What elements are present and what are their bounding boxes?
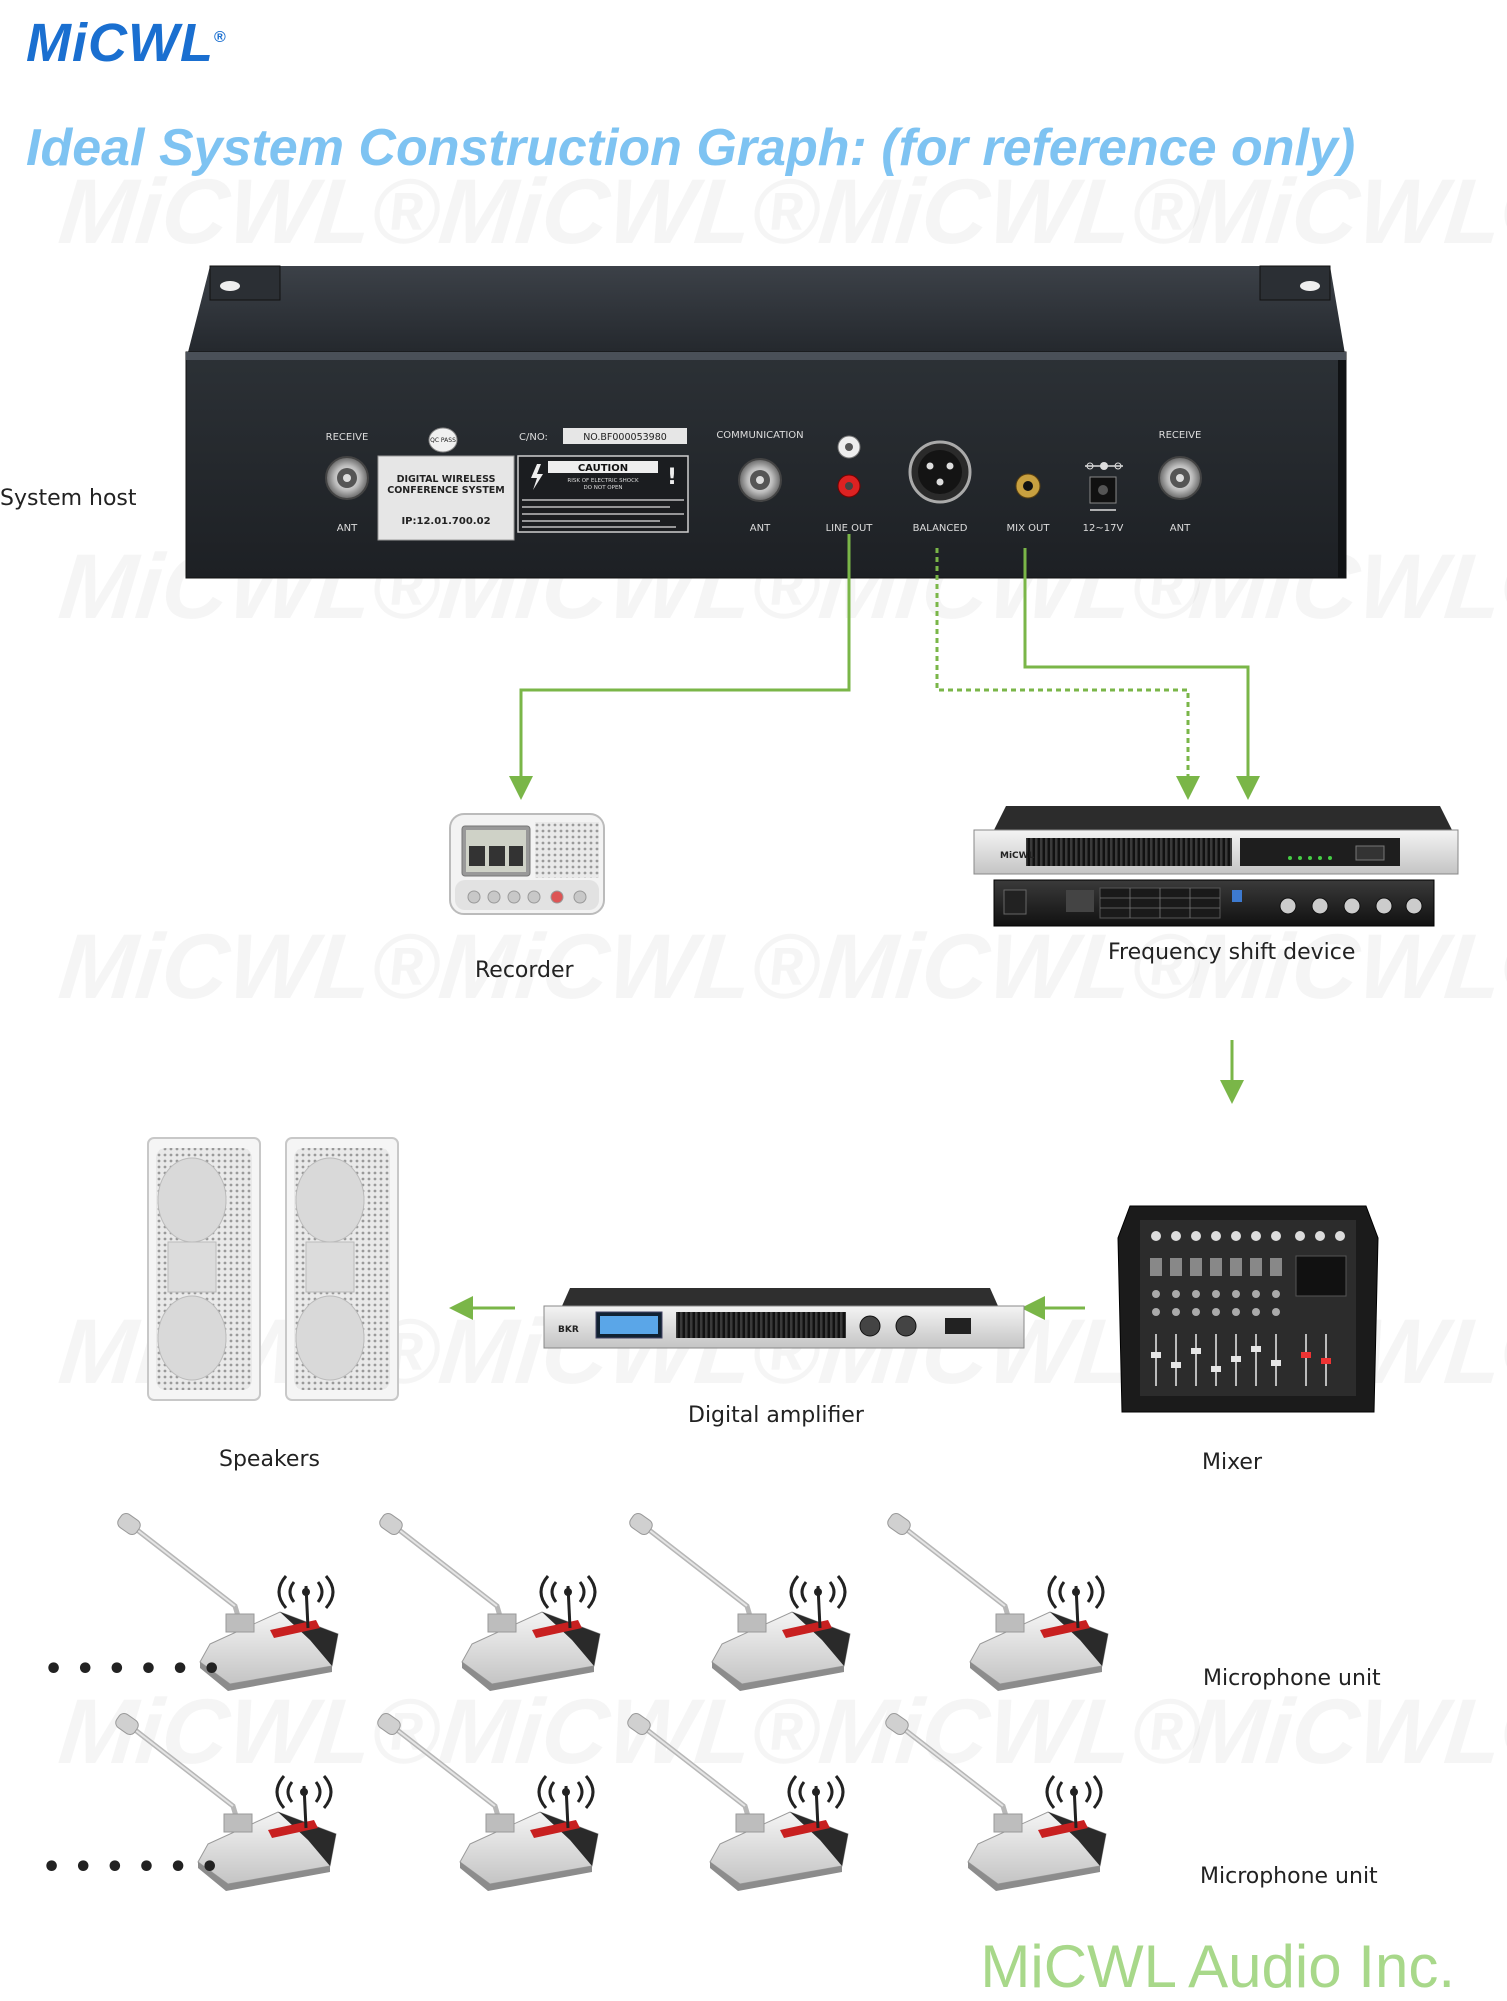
brand-logo-text: MiCWL — [26, 13, 214, 73]
microphone-unit-label: Microphone unit — [1200, 1864, 1378, 1889]
dc-power-symbol-icon — [1085, 462, 1123, 470]
mixer-device — [1117, 1205, 1379, 1413]
host-cno-label: C/NO: — [519, 432, 548, 443]
line-out-to-recorder-arrow — [509, 534, 851, 800]
system-host-label: System host — [0, 486, 137, 511]
host-power-label: 12~17V — [1083, 523, 1124, 534]
digital-amplifier-label: Digital amplifier — [688, 1403, 864, 1428]
frequency-shift-label: Frequency shift device — [1108, 940, 1356, 965]
host-receive-left-label: RECEIVE — [326, 432, 369, 443]
microphone-unit-icon — [375, 1711, 598, 1891]
system-host-device: RECEIVE ANT QC PASS DIGITAL WIRELESS CON… — [185, 265, 1347, 579]
host-product-line2: CONFERENCE SYSTEM — [387, 485, 505, 496]
microphone-unit-icon — [883, 1711, 1106, 1891]
recorder-device — [449, 813, 605, 915]
speakers-device — [147, 1137, 399, 1401]
caution-subtitle-2: DO NOT OPEN — [583, 485, 622, 491]
connection-lines — [449, 534, 1260, 1320]
caution-subtitle-1: RISK OF ELECTRIC SHOCK — [567, 478, 639, 484]
microphone-unit-icon — [625, 1711, 848, 1891]
mix-out-to-frequency-shift-arrow — [1023, 548, 1260, 800]
warning-exclamation-icon: ! — [667, 465, 677, 490]
more-units-ellipsis: • • • • • • — [42, 1850, 221, 1885]
speakers-label: Speakers — [219, 1447, 320, 1472]
microphone-unit-icon — [885, 1511, 1108, 1691]
recorder-speaker-grille-icon — [535, 822, 599, 878]
qc-pass-text: QC PASS — [430, 437, 456, 444]
speaker-cabinet — [147, 1137, 261, 1401]
brand-logo: MiCWL® — [26, 12, 227, 74]
dc-power-jack-icon — [1089, 476, 1117, 504]
host-ant-left-label: ANT — [337, 523, 358, 534]
trademark-symbol: ® — [213, 29, 227, 46]
frequency-shift-device: MiCWL — [973, 806, 1459, 927]
microphone-units — [113, 1511, 1108, 1891]
host-receive-right-label: RECEIVE — [1159, 430, 1202, 441]
mixer-label: Mixer — [1202, 1450, 1263, 1475]
more-units-ellipsis: • • • • • • — [44, 1652, 223, 1687]
host-communication-label: COMMUNICATION — [716, 430, 803, 441]
footer-company-text: MiCWL Audio Inc. — [980, 1933, 1455, 2000]
qc-pass-badge — [428, 427, 458, 453]
host-ip-text: IP:12.01.700.02 — [401, 516, 490, 527]
lightning-icon — [531, 464, 543, 490]
microphone-unit-icon — [627, 1511, 850, 1691]
recorder-label: Recorder — [475, 958, 574, 983]
fsd-brand-text: MiCWL — [1000, 851, 1035, 861]
digital-amplifier-device: BKR — [543, 1288, 1025, 1349]
host-serial-text: NO.BF000053980 — [583, 432, 667, 443]
host-product-line1: DIGITAL WIRELESS — [397, 474, 496, 485]
host-ant-right-label: ANT — [1170, 523, 1191, 534]
microphone-unit-icon — [377, 1511, 600, 1691]
host-product-label — [377, 455, 515, 541]
caution-title: CAUTION — [578, 463, 628, 474]
host-serial-plate — [563, 428, 687, 444]
balanced-to-frequency-shift-arrow — [935, 548, 1200, 800]
speaker-cabinet — [285, 1137, 399, 1401]
host-mix-out-label: MIX OUT — [1007, 523, 1051, 534]
amp-brand-text: BKR — [558, 1325, 579, 1335]
host-line-out-label: LINE OUT — [826, 523, 874, 534]
microphone-unit-label: Microphone unit — [1203, 1666, 1381, 1691]
page-title: Ideal System Construction Graph: (for re… — [26, 119, 1356, 177]
host-balanced-label: BALANCED — [913, 523, 968, 534]
host-ant-mid-label: ANT — [750, 523, 771, 534]
